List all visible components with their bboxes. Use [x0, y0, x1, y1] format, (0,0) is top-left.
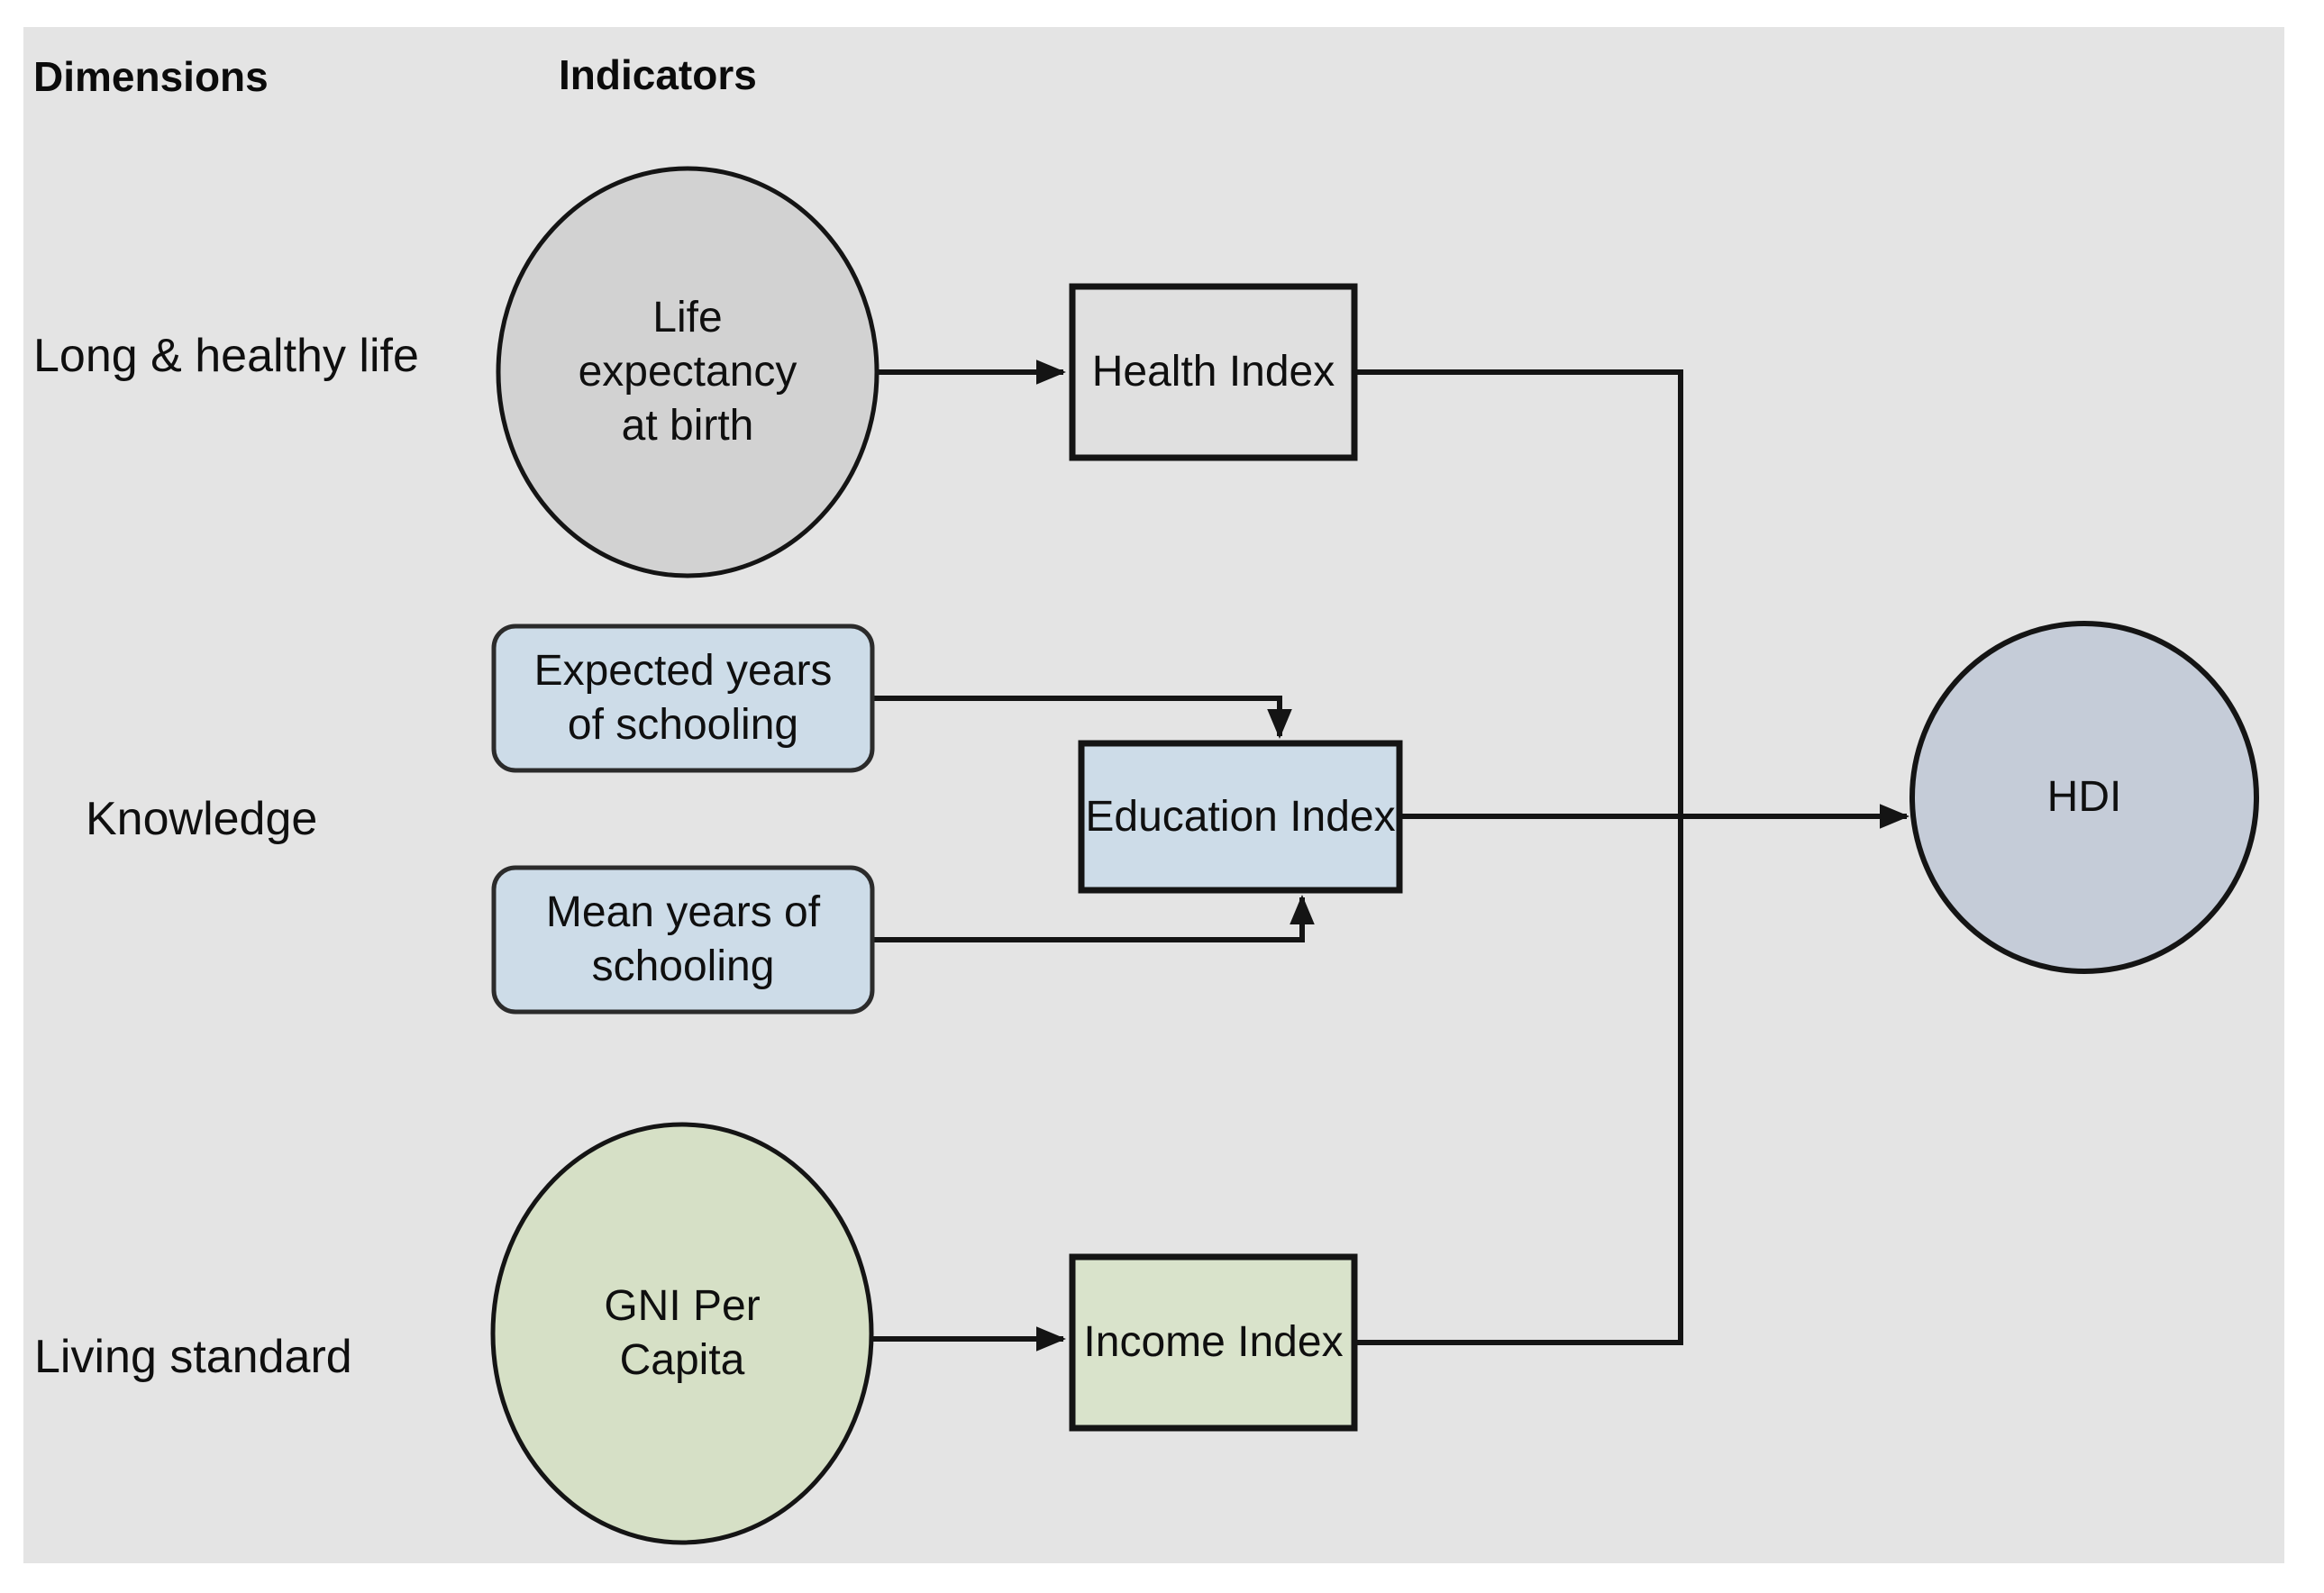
health-index-box — [1069, 283, 1358, 461]
indicators-header: Indicators — [559, 51, 757, 98]
mean-years-label: Mean years of schooling — [545, 888, 821, 990]
income-index-label: Income Index — [1083, 1318, 1344, 1366]
hdi-circle — [1909, 621, 2259, 974]
gni-per-capita-circle — [490, 1122, 874, 1545]
edge-health-and-income-merge-bus — [1354, 369, 1683, 1345]
edge-mean-years-to-education-index — [872, 895, 1315, 942]
life-expectancy-label: Life expectancy at birth — [578, 294, 797, 450]
education-index-label: Education Index — [1085, 792, 1396, 841]
dimension-label-knowledge: Knowledge — [86, 793, 318, 845]
education-index-box — [1078, 740, 1403, 894]
edge-expected-years-to-education-index — [872, 696, 1292, 739]
dimension-label-living-standard: Living standard — [34, 1331, 352, 1383]
expected-years-box — [491, 624, 875, 773]
health-index-label: Health Index — [1091, 348, 1335, 396]
hdi-label: HDI — [2046, 773, 2122, 821]
dimensions-header: Dimensions — [33, 53, 269, 100]
dimension-label-long-healthy-life: Long & healthy life — [33, 330, 419, 382]
gni-per-capita-label: GNI Per Capita — [604, 1282, 761, 1384]
income-index-box — [1069, 1253, 1358, 1432]
expected-years-label: Expected years of schooling — [533, 647, 833, 749]
mean-years-box — [491, 865, 875, 1015]
life-expectancy-circle — [496, 166, 879, 578]
